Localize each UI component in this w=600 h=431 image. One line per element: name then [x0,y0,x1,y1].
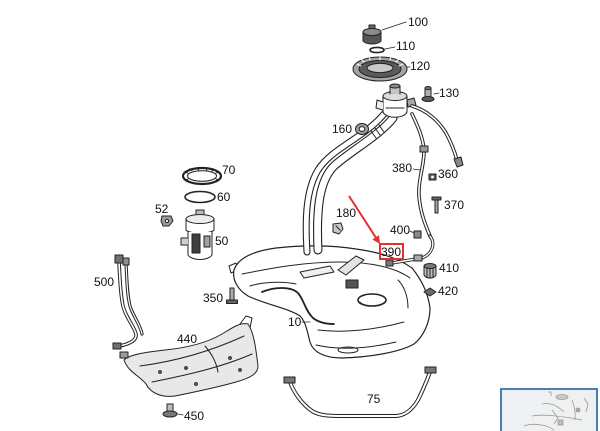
callout-410[interactable]: 410 [439,261,460,275]
callout-180[interactable]: 180 [336,206,357,220]
callout-500[interactable]: 500 [94,275,115,289]
part-440-heat-shield[interactable] [119,315,259,397]
callout-390[interactable]: 390 [381,245,402,259]
selection-arrow [348,195,380,244]
callout-50[interactable]: 50 [215,234,229,248]
callout-52[interactable]: 52 [155,202,169,216]
part-160-grommet[interactable] [355,123,369,135]
callout-100[interactable]: 100 [408,15,429,29]
part-400-clip[interactable] [413,230,422,239]
callout-60[interactable]: 60 [217,190,231,204]
leader-100 [381,21,407,31]
part-50-pump-module[interactable] [180,209,215,260]
callout-160[interactable]: 160 [332,122,353,136]
callout-75[interactable]: 75 [367,392,381,406]
callout-360[interactable]: 360 [438,167,459,181]
callout-350[interactable]: 350 [203,291,224,305]
part-420-clip[interactable] [423,287,437,297]
callout-420[interactable]: 420 [438,284,459,298]
part-130-valve[interactable] [421,86,435,102]
part-52-clip[interactable] [160,215,174,227]
part-450-bolt[interactable] [162,403,178,418]
part-350-bolt[interactable] [226,287,238,304]
part-vent-line[interactable] [410,104,464,168]
callout-440[interactable]: 440 [177,332,198,346]
part-370-bolt[interactable] [431,196,442,214]
callout-400[interactable]: 400 [390,223,411,237]
part-360-clip[interactable] [428,173,437,181]
leader-110 [384,46,396,50]
callout-380[interactable]: 380 [392,161,413,175]
part-100-cap[interactable] [362,24,382,45]
part-75-strap[interactable] [283,366,437,418]
selected-callout-box [379,243,404,260]
part-180-clip[interactable] [332,222,344,235]
part-filler-head[interactable] [375,83,417,118]
part-410-nut[interactable] [423,263,437,279]
part-10-tank[interactable] [228,245,431,359]
callout-110[interactable]: 110 [396,39,416,53]
part-390-line[interactable] [385,234,435,267]
leader-380 [412,168,421,171]
leader-400 [409,230,415,234]
part-120-ring[interactable] [352,56,408,82]
callout-450[interactable]: 450 [184,409,205,423]
overview-thumbnail-image [523,391,589,431]
callout-130[interactable]: 130 [439,86,460,100]
overview-thumbnail[interactable] [500,388,598,431]
part-380-hose[interactable] [410,112,432,238]
leader-130 [433,92,440,95]
part-500-line[interactable] [112,254,144,350]
callout-120[interactable]: 120 [410,59,431,73]
leader-450 [177,413,184,416]
callout-370[interactable]: 370 [444,198,465,212]
part-60-seal-ring[interactable] [184,190,216,204]
part-70-lock-ring[interactable] [181,166,223,186]
callout-70[interactable]: 70 [222,163,236,177]
callout-10[interactable]: 10 [288,315,302,329]
part-110-seal[interactable] [369,46,385,54]
